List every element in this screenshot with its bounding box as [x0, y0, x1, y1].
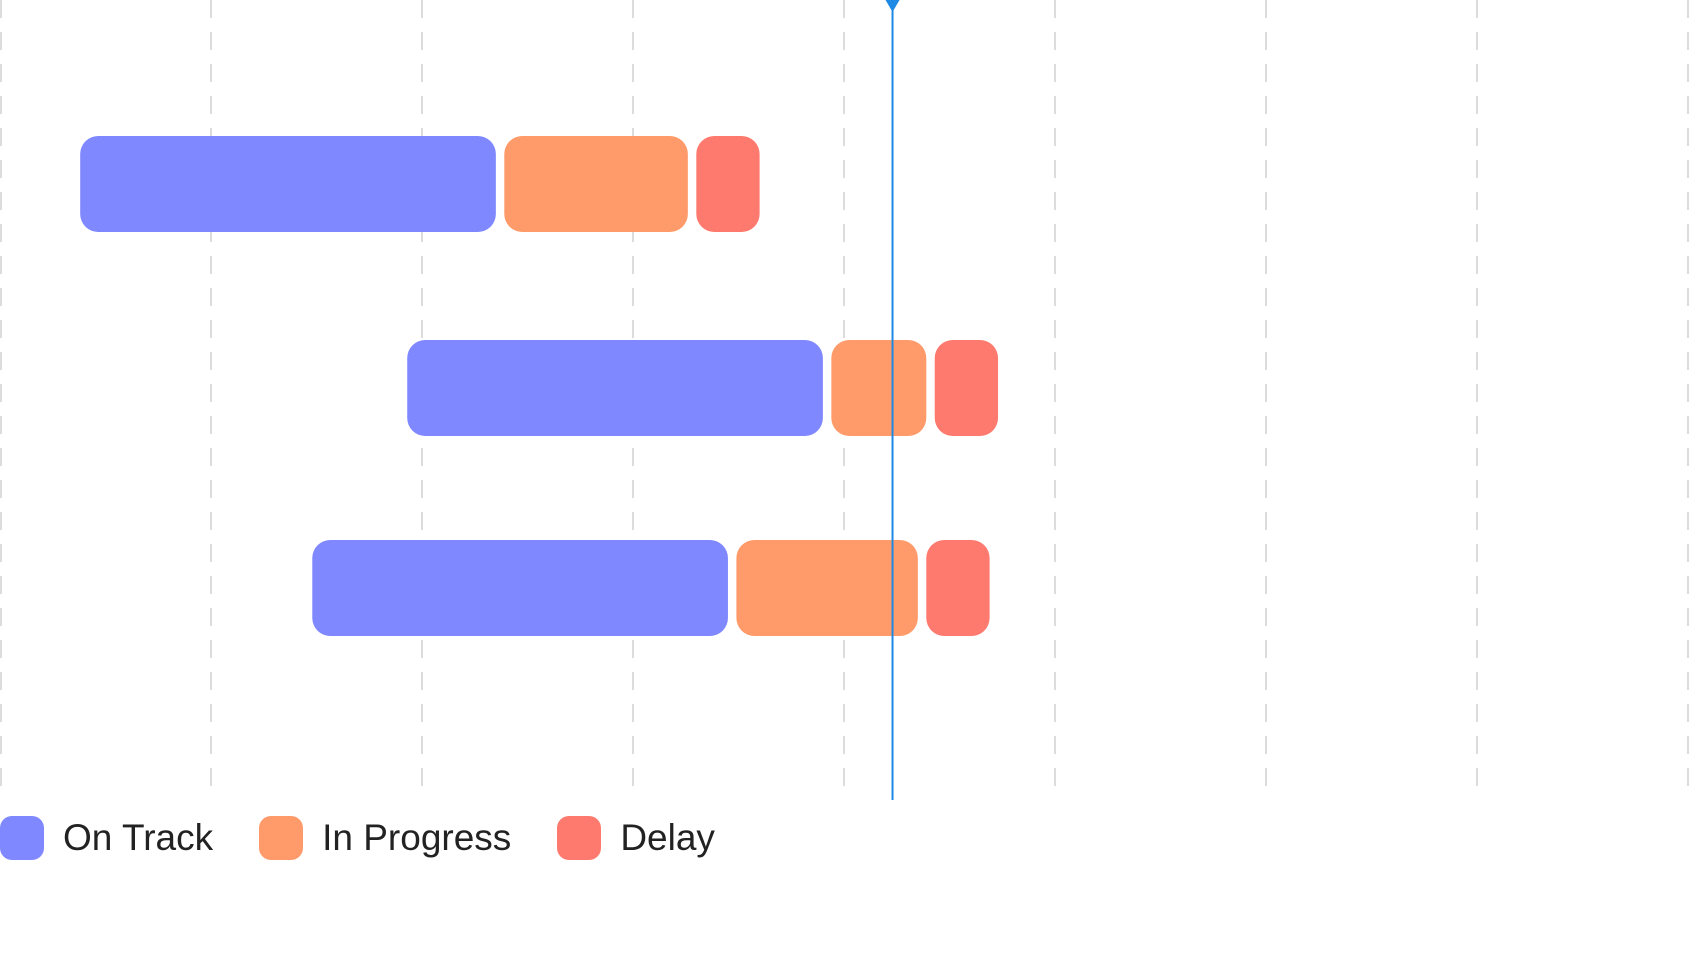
legend-label-in-progress: In Progress: [322, 817, 512, 858]
legend-item-on-track[interactable]: On Track: [0, 816, 213, 860]
gantt-bar-delay[interactable]: [934, 340, 999, 436]
gantt-bar-on-track[interactable]: [407, 340, 823, 436]
current-time-handle[interactable]: [885, 0, 900, 12]
gantt-bar-on-track[interactable]: [80, 136, 496, 232]
legend-swatch-on-track: [0, 816, 44, 860]
gantt-row: [407, 340, 999, 436]
gantt-bar-in-progress[interactable]: [736, 540, 918, 636]
gantt-row: [80, 136, 760, 232]
current-time-marker: [885, 0, 900, 800]
legend-label-on-track: On Track: [63, 817, 214, 858]
legend-swatch-delay: [557, 816, 602, 860]
legend-item-in-progress[interactable]: In Progress: [259, 816, 511, 860]
gantt-bar-in-progress[interactable]: [831, 340, 927, 436]
gantt-bar-in-progress[interactable]: [504, 136, 688, 232]
gantt-chart: [0, 0, 1689, 800]
chart-legend: On Track In Progress Delay: [0, 815, 761, 861]
legend-item-delay[interactable]: Delay: [557, 816, 715, 860]
gantt-bar-on-track[interactable]: [312, 540, 728, 636]
gantt-bars: [80, 136, 999, 636]
gantt-bar-delay[interactable]: [926, 540, 990, 636]
gantt-row: [312, 540, 990, 636]
legend-swatch-in-progress: [259, 816, 304, 860]
gantt-bar-delay[interactable]: [696, 136, 760, 232]
legend-label-delay: Delay: [620, 817, 715, 858]
